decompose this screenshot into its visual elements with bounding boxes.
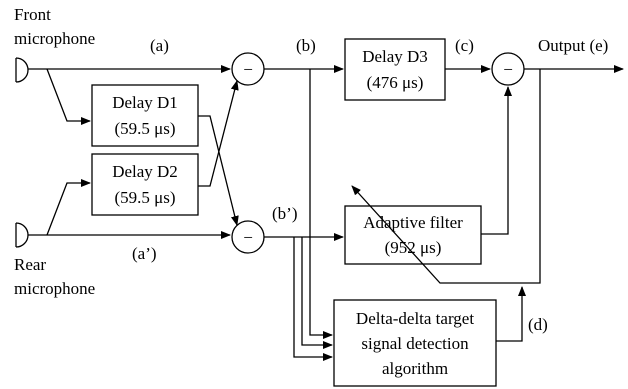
adaptive-filter-value: (952 μs): [385, 238, 442, 257]
delay-d1-block: Delay D1 (59.5 μs): [91, 84, 199, 147]
delay-d3-block: Delay D3 (476 μs): [344, 38, 446, 101]
delay-d3-title: Delay D3: [362, 47, 428, 66]
delay-d2-title: Delay D2: [112, 162, 178, 181]
delay-d1-title: Delay D1: [112, 93, 178, 112]
signal-d-label: (d): [528, 315, 548, 334]
subtractor-bottom: −: [231, 220, 265, 254]
detection-line1: Delta-delta target: [356, 309, 474, 328]
front-mic-label-line1: Front: [14, 5, 51, 24]
rear-mic-label-line2: microphone: [14, 279, 95, 298]
delay-d3-value: (476 μs): [367, 73, 424, 92]
signal-a-label: (a): [150, 36, 169, 55]
delay-d1-value: (59.5 μs): [114, 119, 175, 138]
signal-a-prime-label: (a’): [132, 244, 157, 263]
front-mic-label-line2: microphone: [14, 29, 95, 48]
detection-line3: algorithm: [382, 359, 448, 378]
signal-wires: [28, 65, 624, 361]
subtractor-output: −: [491, 52, 525, 86]
subtractor-top: −: [231, 52, 265, 86]
delay-d2-block: Delay D2 (59.5 μs): [91, 153, 199, 216]
adaptive-filter-title: Adaptive filter: [363, 213, 463, 232]
rear-mic-label-line1: Rear: [14, 255, 46, 274]
detection-line2: signal detection: [361, 334, 469, 353]
svg-text:−: −: [243, 60, 253, 79]
signal-b-label: (b): [296, 36, 316, 55]
adaptive-filter-block: Adaptive filter (952 μs): [344, 205, 482, 265]
svg-text:−: −: [503, 60, 513, 79]
front-microphone-icon: [15, 57, 29, 83]
rear-microphone-icon: [15, 222, 29, 248]
signal-b-prime-label: (b’): [272, 204, 297, 223]
output-label: Output (e): [538, 36, 608, 55]
detection-algorithm-block: Delta-delta target signal detection algo…: [333, 299, 497, 387]
svg-text:−: −: [243, 228, 253, 247]
delay-d2-value: (59.5 μs): [114, 188, 175, 207]
signal-c-label: (c): [455, 36, 474, 55]
